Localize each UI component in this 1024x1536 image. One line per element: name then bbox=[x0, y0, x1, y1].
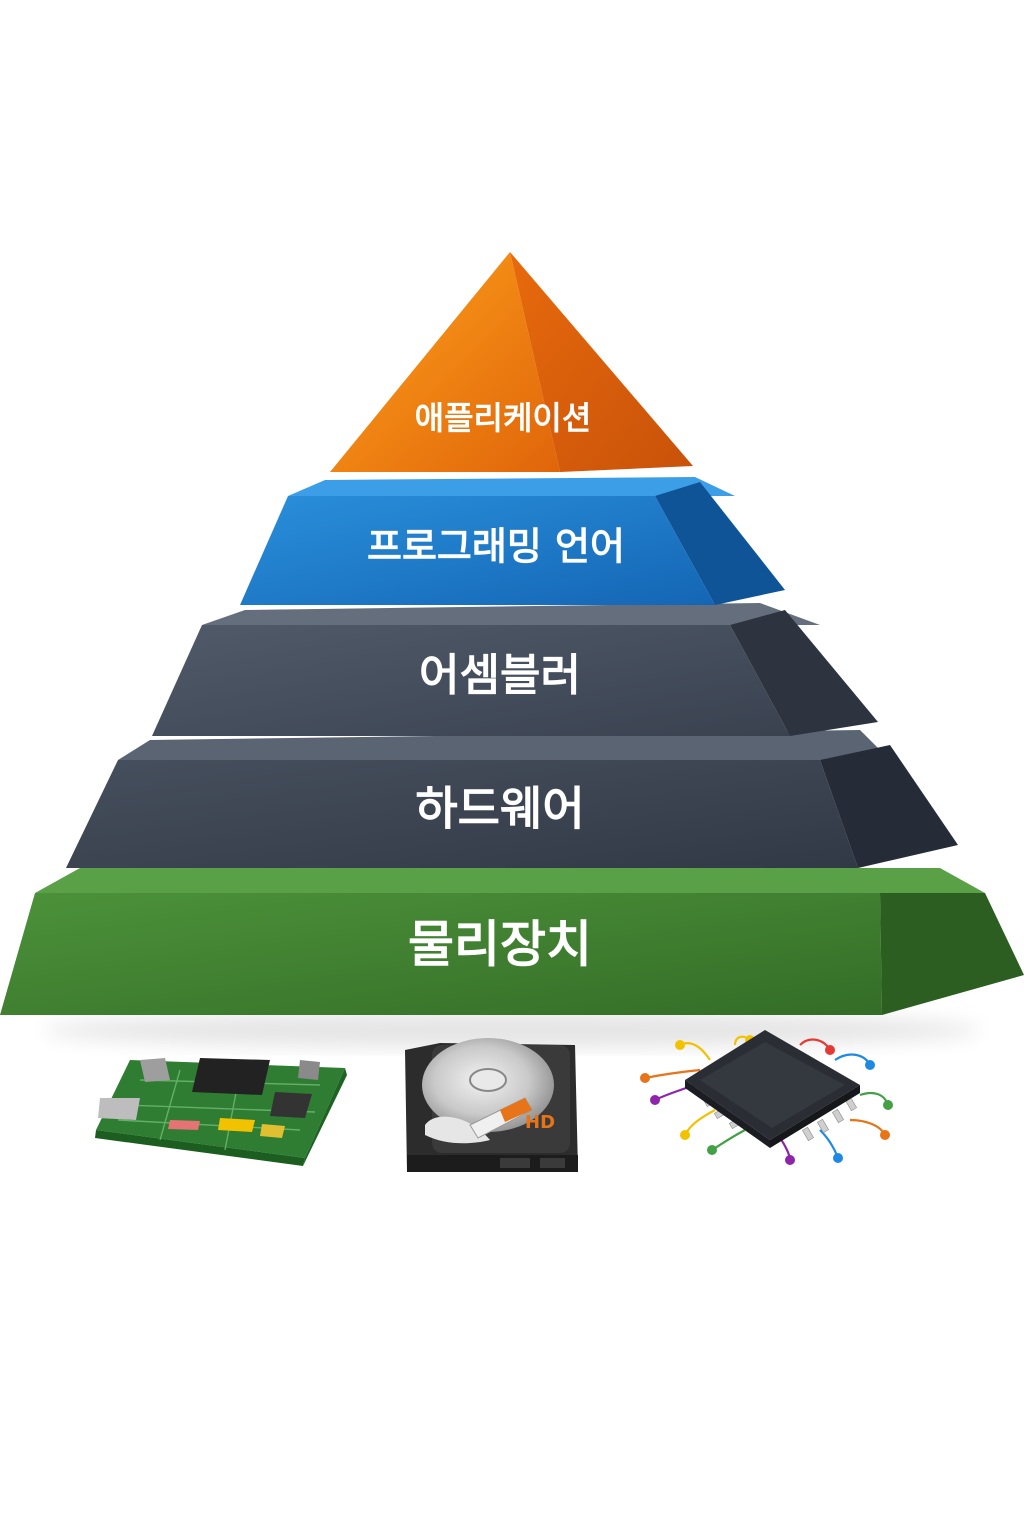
tier-assembler: 어셈블러 bbox=[152, 603, 878, 736]
tier-label: 프로그래밍 언어 bbox=[367, 525, 625, 569]
tier-side-face bbox=[510, 252, 693, 472]
tier-front-face bbox=[66, 760, 858, 868]
tier-programming-language: 프로그래밍 언어 bbox=[240, 477, 785, 605]
tier-top-face bbox=[118, 730, 890, 760]
tier-side-face bbox=[655, 482, 785, 605]
tier-label: 물리장치 bbox=[408, 916, 592, 974]
hd-badge: HD bbox=[525, 1112, 555, 1133]
tier-front-face bbox=[0, 893, 882, 1015]
tier-front-face bbox=[152, 625, 790, 736]
tier-side-face bbox=[820, 745, 958, 868]
tier-top-face bbox=[288, 477, 735, 496]
tier-label: 하드웨어 bbox=[415, 782, 584, 836]
hard-drive-icon: HD bbox=[405, 1038, 578, 1172]
tier-front-face bbox=[330, 252, 560, 472]
tier-physical-devices: 물리장치 bbox=[0, 868, 1024, 1015]
microchip-icon bbox=[640, 1030, 893, 1165]
tier-side-face bbox=[880, 893, 1024, 1015]
tier-top-face bbox=[35, 868, 985, 893]
tier-label: 애플리케이션 bbox=[415, 399, 592, 437]
tier-application: 애플리케이션 bbox=[330, 252, 693, 472]
tier-side-face bbox=[730, 610, 878, 736]
tier-hardware: 하드웨어 bbox=[66, 730, 958, 868]
tier-front-face bbox=[240, 496, 715, 605]
circuit-board-icon bbox=[95, 1058, 347, 1166]
tier-label: 어셈블러 bbox=[419, 650, 581, 701]
tier-top-face bbox=[202, 603, 820, 625]
